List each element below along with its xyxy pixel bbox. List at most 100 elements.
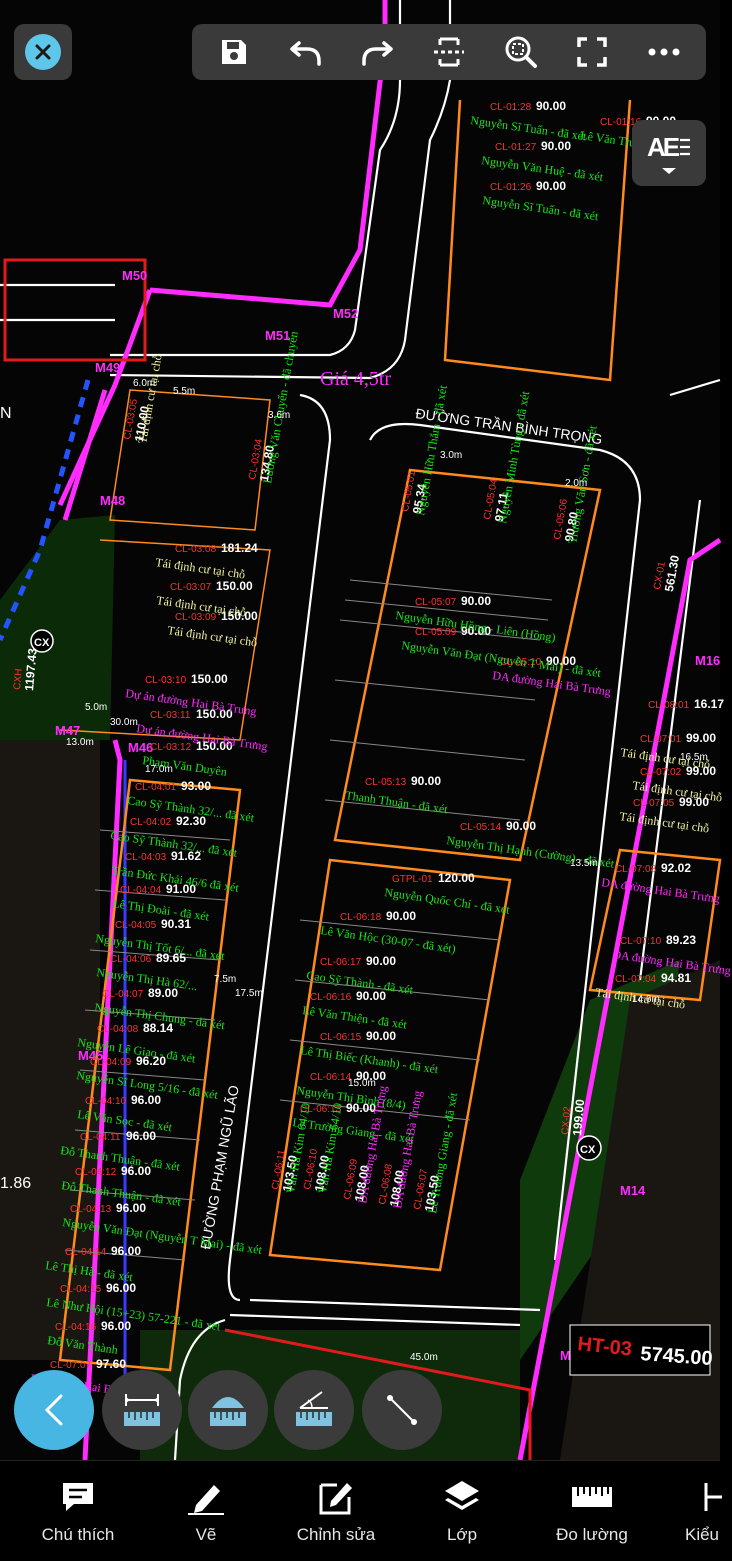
nav-label: Chú thích <box>41 1525 115 1544</box>
lot-area: 90.31 <box>161 917 191 931</box>
dimension-label: 13.5m <box>570 858 598 869</box>
lot-code: CL-01:28 <box>490 102 532 113</box>
lot-area: 110.00 <box>132 405 152 443</box>
lot-area: 96.00 <box>126 1129 156 1143</box>
distance-tool-button[interactable] <box>102 1370 182 1450</box>
nav-annotation[interactable]: Chú thích <box>22 1461 134 1561</box>
lot-label: CL-04:10 96.00 <box>85 1093 161 1107</box>
lot-owner: Tái định cư tại chỗ <box>155 555 247 581</box>
marker: M16 <box>695 653 720 668</box>
dimension-label: 6.0m <box>133 378 155 389</box>
lot-area: 90.00 <box>386 909 416 923</box>
bottom-nav: Chú thích Vẽ Chỉnh sửa Lớp <box>0 1460 722 1561</box>
lot-area: 99.00 <box>686 764 716 778</box>
lot-owner: Tái định cư tại chỗ <box>135 353 164 445</box>
marker: M14 <box>620 1183 646 1198</box>
lot-code: CL-04:08 <box>97 1024 139 1035</box>
angle-tool-button[interactable] <box>274 1370 354 1450</box>
nav-measure[interactable]: Đo lường <box>538 1461 646 1561</box>
lot-code: GTPL-01 <box>392 874 433 885</box>
cad-drawing: Giá 4,5tr ĐƯỜNG TRẦN BÌNH TRỌNG ĐƯỜNG PH… <box>0 0 732 1461</box>
lot-area: 108.00 <box>387 1169 407 1208</box>
nav-layers[interactable]: Lớp <box>420 1461 504 1561</box>
lot-code: CL-05:07 <box>415 597 457 608</box>
nav-style[interactable]: Kiểu <box>672 1461 732 1561</box>
lot-owner: Tái định cư tại chỗ <box>167 623 259 649</box>
lot-area: 90.00 <box>366 954 396 968</box>
nav-draw[interactable]: Vẽ <box>166 1461 246 1561</box>
lot-area: 103.50 <box>422 1174 442 1213</box>
save-button[interactable] <box>206 28 262 76</box>
pencil-icon <box>186 1479 226 1515</box>
lot-area: 89.65 <box>156 951 186 965</box>
text-style-button[interactable]: AE <box>632 120 706 186</box>
lot-area: 90.00 <box>536 179 566 193</box>
lot-code: CL-04:10 <box>85 1096 127 1107</box>
undo-button[interactable] <box>278 28 334 76</box>
text-style-label: AE <box>646 131 680 162</box>
collapse-tools-button[interactable] <box>14 1370 94 1450</box>
lot-code: CL-01:26 <box>490 182 532 193</box>
nav-label: Vẽ <box>195 1525 217 1544</box>
cx-label: CX <box>580 1144 596 1156</box>
lot-area: 92.30 <box>176 814 206 828</box>
lot-code: CL-04:06 <box>110 954 152 965</box>
section-button[interactable] <box>421 28 477 76</box>
drawing-canvas[interactable]: Giá 4,5tr ĐƯỜNG TRẦN BÌNH TRỌNG ĐƯỜNG PH… <box>0 0 732 1461</box>
lot-area: 1197.43 <box>22 647 40 691</box>
save-icon <box>221 40 246 64</box>
lot-area: 96.00 <box>101 1319 131 1333</box>
lot-code: CL-04:11 <box>80 1132 121 1143</box>
lot-owner: Lê Trường Giang - đã xét <box>425 1091 460 1215</box>
dimension-label: 3.0m <box>440 450 462 461</box>
lot-area: 90.00 <box>346 1101 376 1115</box>
dimension-label: 15.0m <box>348 1078 376 1089</box>
marker: M47 <box>55 723 80 738</box>
chevron-left-icon <box>44 1394 63 1426</box>
lot-code: CL-07:02 <box>640 767 682 778</box>
lot-owner: Lê Văn Hộc (30-07 - đã xét) <box>320 923 457 956</box>
lot-area: 96.00 <box>111 1244 141 1258</box>
lot-label: CL-07:02 99.00 <box>640 764 716 778</box>
more-button[interactable] <box>636 28 692 76</box>
lot-code: CL-06:13 <box>300 1104 342 1115</box>
lot-code: CL-06:15 <box>320 1032 362 1043</box>
area-ruler-icon <box>210 1397 246 1426</box>
lot-area: 90.00 <box>506 819 536 833</box>
lot-area: 93.00 <box>181 779 211 793</box>
lot-code: CL-07:04 <box>615 974 657 985</box>
area-tool-button[interactable] <box>188 1370 268 1450</box>
lot-owner: Lương Văn Chuyển - đã chuyển <box>260 330 301 484</box>
nav-edit[interactable]: Chỉnh sửa <box>284 1461 388 1561</box>
polyline-tool-button[interactable] <box>362 1370 442 1450</box>
lot-code: CL-04:07 <box>102 989 144 1000</box>
dimension-label: 45.0m <box>410 1352 438 1363</box>
lot-area: 96.00 <box>121 1164 151 1178</box>
fullscreen-button[interactable] <box>564 28 620 76</box>
zoom-fit-button[interactable] <box>493 28 549 76</box>
lot-area: 90.00 <box>356 1069 386 1083</box>
redo-button[interactable] <box>349 28 405 76</box>
lot-code: CL-07:08 <box>615 864 657 875</box>
lot-code: CL-04:04 <box>120 885 162 896</box>
layers-icon <box>442 1479 482 1515</box>
lot-area: 96.00 <box>131 1093 161 1107</box>
lot-area: 108.00 <box>312 1154 332 1193</box>
close-button[interactable] <box>14 24 72 80</box>
lot-area: 96.00 <box>116 1201 146 1215</box>
